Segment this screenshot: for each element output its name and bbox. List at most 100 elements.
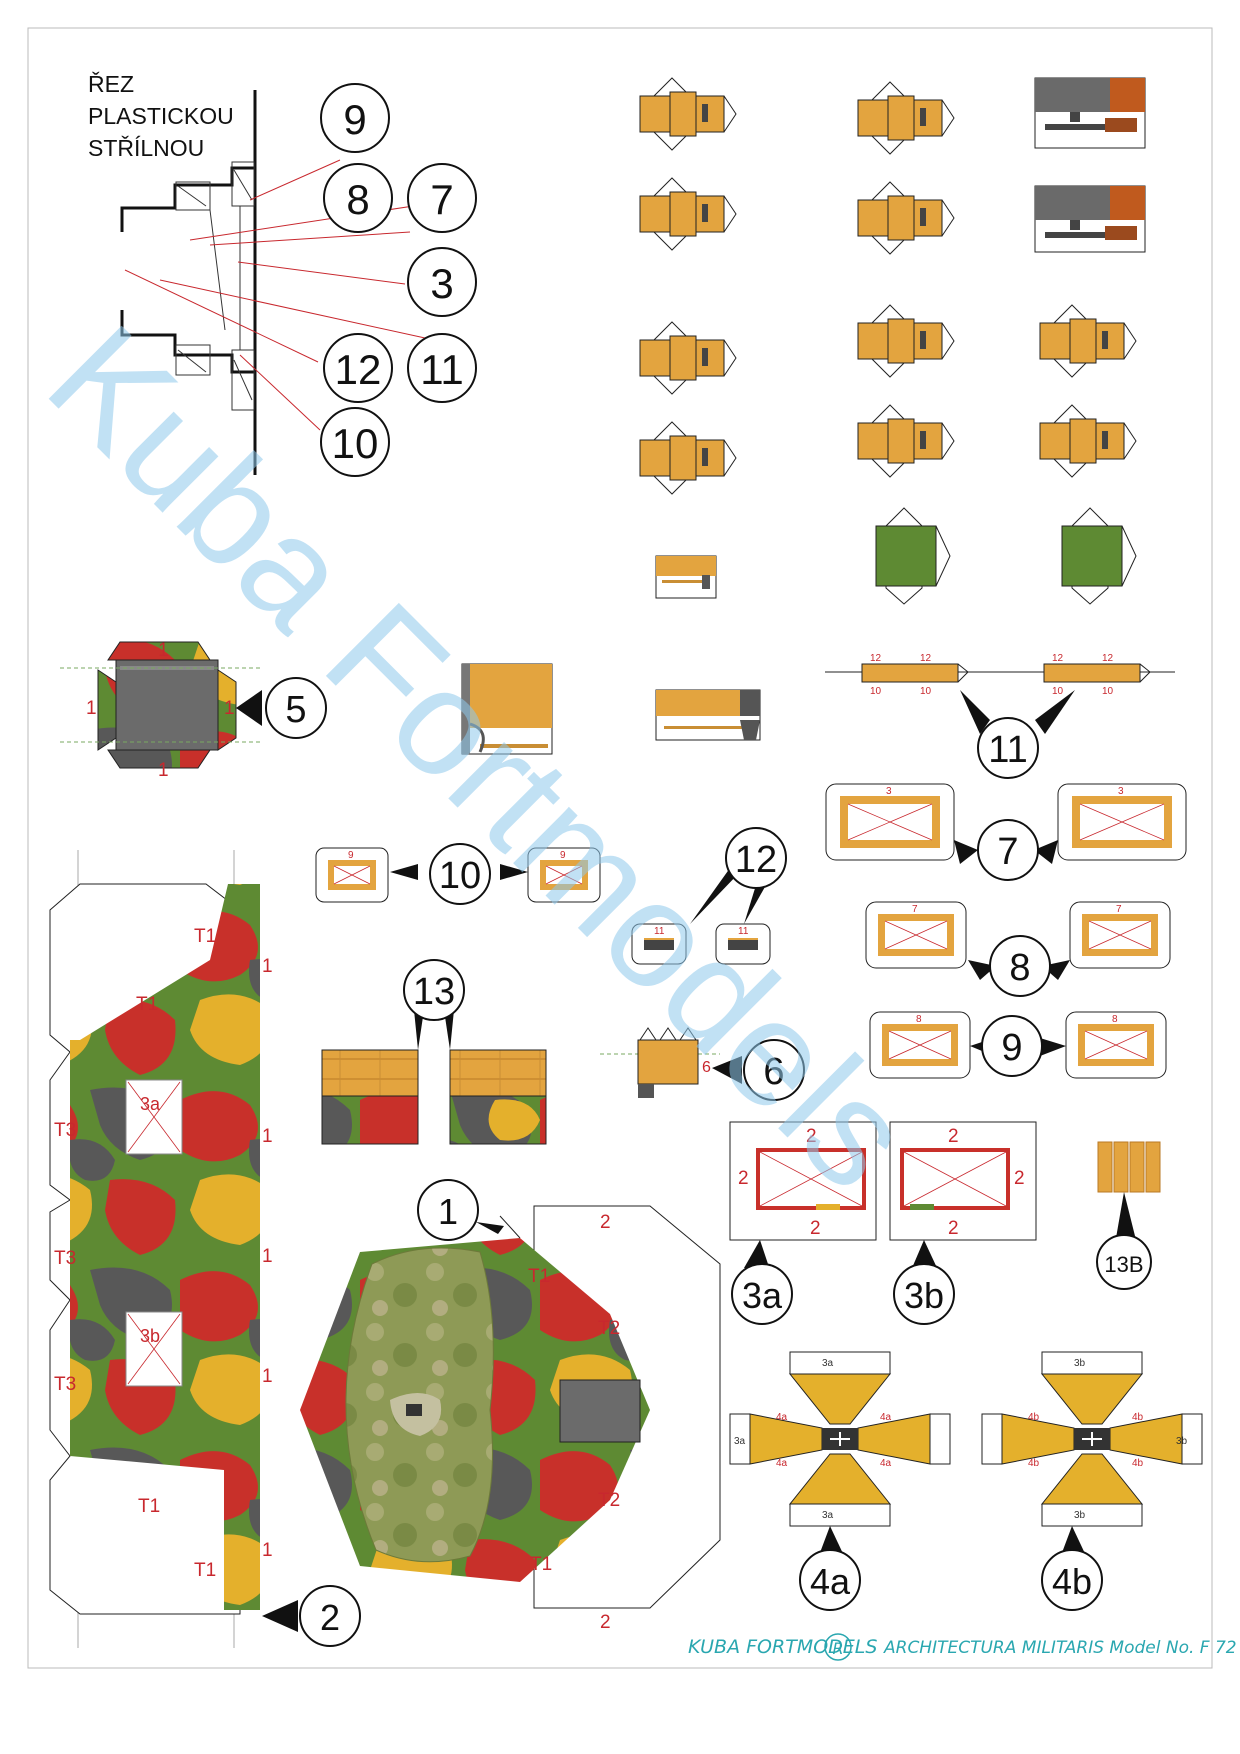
part-13-walls	[321, 1010, 547, 1145]
svg-text:2: 2	[600, 1212, 611, 1233]
callout-part-9: 9	[981, 1015, 1043, 1077]
svg-text:3a: 3a	[140, 1094, 161, 1114]
svg-text:11: 11	[988, 729, 1027, 771]
callout-part-5: 5	[236, 677, 327, 739]
callout-part-4b: 4b	[1041, 1549, 1103, 1611]
svg-text:10: 10	[332, 420, 379, 467]
svg-text:T2: T2	[598, 1318, 620, 1339]
callout-part-13b: 13B	[1096, 1234, 1152, 1290]
svg-text:3: 3	[886, 786, 892, 797]
svg-text:2: 2	[738, 1168, 749, 1189]
svg-text:10: 10	[920, 686, 932, 697]
svg-text:9: 9	[343, 96, 366, 143]
svg-text:11: 11	[420, 346, 464, 393]
svg-text:10: 10	[870, 686, 882, 697]
part-1-roof-net: 2 2 T1 T2 T2 T1	[300, 1205, 721, 1633]
svg-text:13: 13	[413, 971, 455, 1013]
section-title-line1: ŘEZ	[88, 71, 134, 97]
svg-text:T2: T2	[598, 1490, 620, 1511]
svg-text:4a: 4a	[776, 1458, 788, 1469]
svg-text:1: 1	[262, 1126, 273, 1147]
svg-text:4b: 4b	[1132, 1412, 1144, 1423]
footer-brand-mark: R	[832, 1639, 843, 1658]
svg-text:1: 1	[438, 1191, 458, 1232]
svg-text:12: 12	[1102, 653, 1114, 664]
svg-text:7: 7	[997, 831, 1018, 873]
svg-text:3a: 3a	[822, 1358, 834, 1369]
svg-text:2: 2	[810, 1218, 821, 1239]
svg-text:3b: 3b	[1074, 1358, 1086, 1369]
svg-text:4b: 4b	[1052, 1561, 1092, 1602]
svg-text:10: 10	[1052, 686, 1064, 697]
callout-part-13: 13	[403, 959, 465, 1021]
svg-text:9: 9	[1001, 1027, 1022, 1069]
ammo-box-nets	[639, 77, 1137, 605]
callout-part-6: 6	[712, 1039, 805, 1101]
svg-text:1: 1	[262, 956, 273, 977]
svg-text:11: 11	[654, 926, 665, 937]
svg-text:6: 6	[763, 1051, 784, 1093]
part-3a-plate: 2 2 2	[729, 1121, 877, 1241]
svg-text:2: 2	[948, 1218, 959, 1239]
svg-text:11: 11	[738, 926, 749, 937]
svg-text:13B: 13B	[1104, 1252, 1143, 1277]
callout-3: 3	[407, 247, 477, 317]
callout-part-3b: 3b	[893, 1240, 955, 1325]
svg-text:T1: T1	[138, 1496, 160, 1517]
footer-brand: KUBA FORTMODELS	[688, 1636, 877, 1658]
callout-11: 11	[407, 333, 477, 403]
svg-text:9: 9	[348, 850, 354, 861]
svg-text:7: 7	[912, 904, 918, 915]
svg-text:T3: T3	[54, 1120, 76, 1141]
section-diagram: ŘEZ PLASTICKOU STŘÍLNOU	[88, 71, 426, 475]
svg-text:T3: T3	[54, 1248, 76, 1269]
svg-text:T1: T1	[194, 1560, 216, 1581]
svg-text:7: 7	[430, 176, 453, 223]
callout-8: 8	[323, 163, 393, 233]
svg-text:T1: T1	[530, 1554, 552, 1575]
svg-text:4a: 4a	[810, 1561, 851, 1602]
svg-text:1: 1	[262, 1366, 273, 1387]
svg-text:5: 5	[285, 689, 306, 731]
svg-text:12: 12	[735, 839, 777, 881]
svg-text:4a: 4a	[880, 1412, 892, 1423]
callout-part-3a: 3a	[731, 1240, 793, 1325]
callout-part-2: 2	[262, 1585, 361, 1647]
svg-text:T1: T1	[136, 994, 158, 1015]
svg-text:12: 12	[335, 346, 382, 393]
callout-9: 9	[320, 83, 390, 153]
svg-text:10: 10	[439, 855, 481, 897]
svg-text:6: 6	[702, 1059, 711, 1076]
svg-text:8: 8	[346, 176, 369, 223]
svg-text:2: 2	[320, 1597, 340, 1638]
svg-text:3a: 3a	[734, 1436, 746, 1447]
page-border	[27, 27, 1213, 1669]
callout-part-1: 1	[417, 1179, 504, 1241]
svg-text:3b: 3b	[904, 1275, 944, 1316]
svg-text:4b: 4b	[1028, 1458, 1040, 1469]
machine-gun-picture-1	[1034, 77, 1146, 149]
part-3b-plate: 2 2 2	[889, 1121, 1037, 1241]
section-title-line3: STŘÍLNOU	[88, 135, 204, 161]
svg-text:1: 1	[262, 1540, 273, 1561]
footer-model: ARCHITECTURA MILITARIS Model No. F 72 00…	[883, 1638, 1240, 1658]
part-2-wall-net: 3a 3b T1 T1 T3 T3 T3 T1 T1 1 1 1 1 1	[49, 850, 273, 1648]
callout-7: 7	[407, 163, 477, 233]
machine-gun-picture-2	[1034, 185, 1146, 253]
callout-10: 10	[320, 407, 390, 477]
svg-text:T3: T3	[54, 1374, 76, 1395]
footer: KUBA FORTMODELS R ARCHITECTURA MILITARIS…	[688, 1633, 1240, 1661]
svg-text:7: 7	[1116, 904, 1122, 915]
svg-text:2: 2	[1014, 1168, 1025, 1189]
svg-text:12: 12	[1052, 653, 1064, 664]
svg-text:3: 3	[1118, 786, 1124, 797]
part-13b-planks	[1097, 1141, 1161, 1240]
svg-text:3a: 3a	[822, 1510, 834, 1521]
axe-plate-small	[655, 555, 717, 599]
part-6-net: 6	[600, 1027, 720, 1098]
callout-part-8: 8	[989, 935, 1051, 997]
